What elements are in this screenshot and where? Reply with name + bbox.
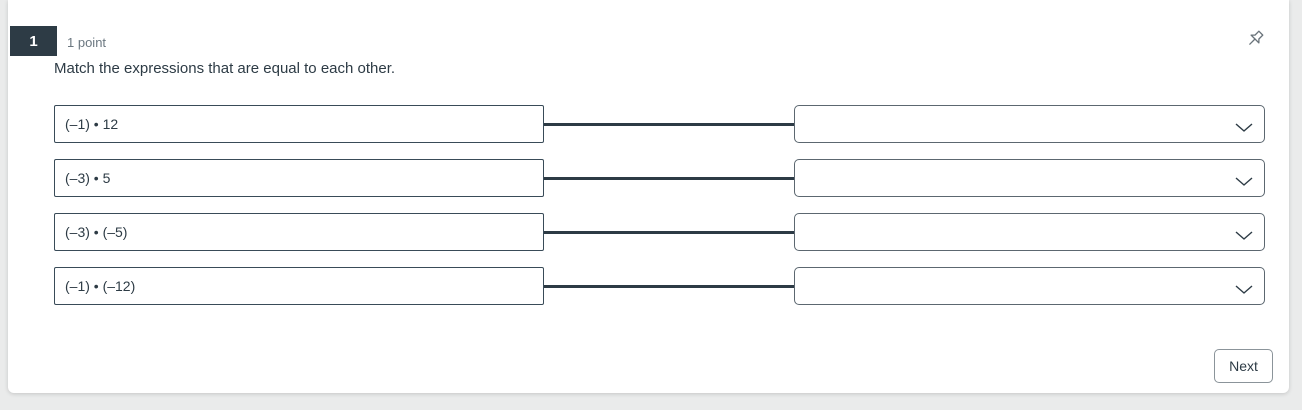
pin-question-button[interactable] — [1243, 28, 1267, 52]
match-row: (–1) • 12 — [54, 105, 1265, 143]
question-number: 1 — [29, 32, 38, 50]
connector-line — [544, 122, 794, 126]
points-label: 1 point — [67, 35, 107, 50]
match-row: (–3) • 5 — [54, 159, 1265, 197]
answer-dropdown[interactable] — [794, 159, 1265, 197]
answer-dropdown[interactable] — [794, 267, 1265, 305]
expression-box: (–3) • (–5) — [54, 213, 544, 251]
question-number-badge: 1 — [10, 26, 57, 56]
expression-box: (–1) • (–12) — [54, 267, 544, 305]
connector-line — [544, 176, 794, 180]
question-card: 1 1 point Match the expressions that are… — [8, 0, 1289, 393]
question-prompt: Match the expressions that are equal to … — [54, 60, 396, 77]
answer-dropdown[interactable] — [794, 105, 1265, 143]
match-row: (–1) • (–12) — [54, 267, 1265, 305]
connector-line — [544, 230, 794, 234]
chevron-down-icon — [1235, 228, 1253, 244]
connector-line — [544, 284, 794, 288]
match-rows: (–1) • 12 (–3) • 5 (–3) • (–5) — [54, 105, 1265, 321]
next-button[interactable]: Next — [1214, 349, 1273, 383]
expression-box: (–1) • 12 — [54, 105, 544, 143]
chevron-down-icon — [1235, 174, 1253, 190]
chevron-down-icon — [1235, 282, 1253, 298]
answer-dropdown[interactable] — [794, 213, 1265, 251]
chevron-down-icon — [1235, 120, 1253, 136]
pushpin-icon — [1244, 28, 1266, 53]
expression-box: (–3) • 5 — [54, 159, 544, 197]
match-row: (–3) • (–5) — [54, 213, 1265, 251]
